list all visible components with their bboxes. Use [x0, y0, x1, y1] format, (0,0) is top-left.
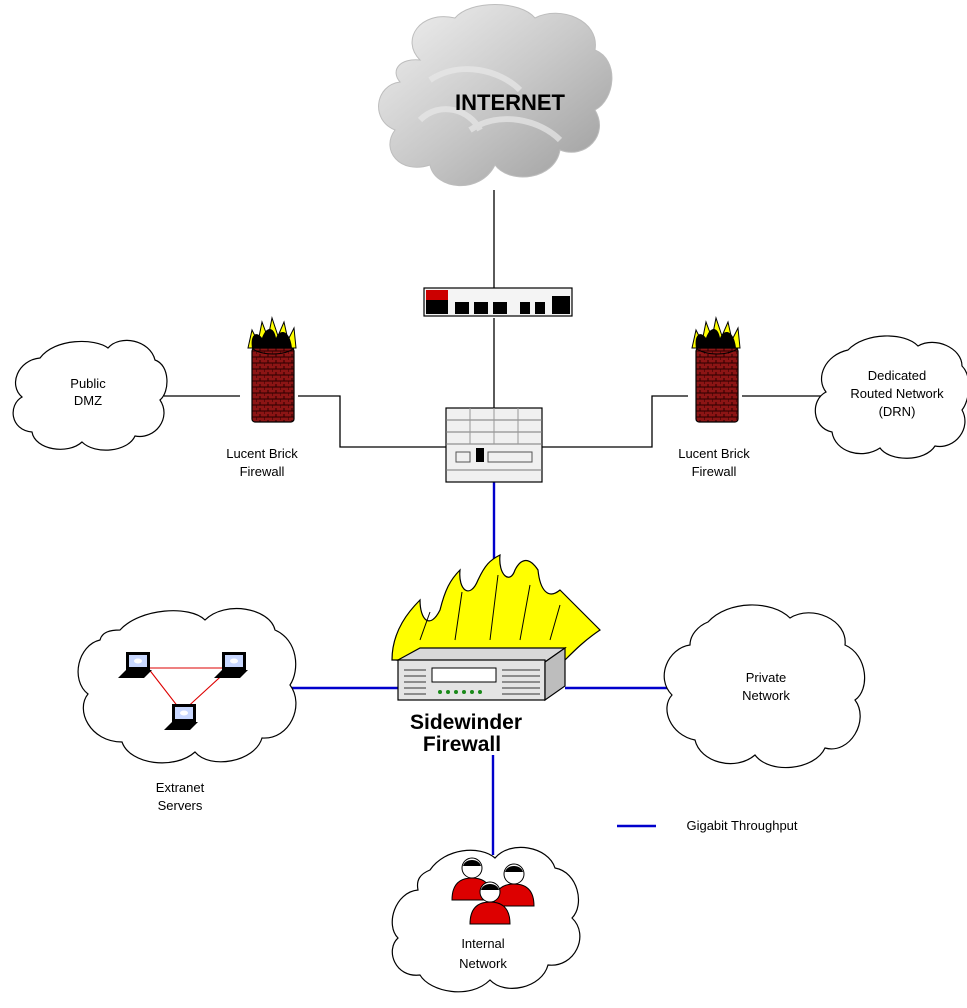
right-brick-label-2: Firewall	[692, 464, 737, 479]
drn-label-2: Routed Network	[850, 386, 944, 401]
lucent-brick-right-icon	[691, 316, 741, 423]
left-brick-label-1: Lucent Brick	[226, 446, 298, 461]
sidewinder-label-1: Sidewinder	[410, 711, 522, 734]
legend: Gigabit Throughput	[617, 818, 798, 833]
private-network-label-2: Network	[742, 688, 790, 703]
right-brick-label-1: Lucent Brick	[678, 446, 750, 461]
public-dmz-cloud: Public DMZ	[12, 339, 168, 451]
legend-label: Gigabit Throughput	[686, 818, 797, 833]
link-brick-switch-left	[298, 395, 446, 448]
core-switch-icon	[445, 407, 543, 483]
extranet-label-1: Extranet	[156, 780, 205, 795]
extranet-cloud	[77, 607, 297, 764]
private-network-label-1: Private	[746, 670, 786, 685]
link-switch-brick-right	[542, 395, 688, 448]
public-dmz-label-1: Public	[70, 376, 106, 391]
drn-label-1: Dedicated	[868, 368, 927, 383]
drn-label-3: (DRN)	[879, 404, 916, 419]
router-icon	[423, 287, 573, 317]
internal-network-label-2: Network	[459, 956, 507, 971]
internal-network-label-1: Internal	[461, 936, 504, 951]
connections	[164, 190, 828, 855]
drn-cloud: Dedicated Routed Network (DRN)	[814, 335, 967, 459]
private-network-cloud: Private Network	[663, 604, 866, 769]
internal-network-cloud: Internal Network	[391, 846, 581, 993]
laptop-icon	[118, 652, 152, 678]
left-brick-label-2: Firewall	[240, 464, 285, 479]
laptop-icon	[214, 652, 248, 678]
internet-label: INTERNET	[455, 90, 566, 115]
public-dmz-label-2: DMZ	[74, 393, 102, 408]
internet-cloud: INTERNET	[378, 4, 613, 187]
laptop-icon	[164, 704, 198, 730]
user-icon	[493, 863, 535, 907]
sidewinder-label-2: Firewall	[423, 733, 501, 756]
lucent-brick-left-icon	[247, 316, 297, 423]
sidewinder-firewall-icon	[391, 553, 601, 702]
user-icon	[469, 881, 511, 925]
extranet-label-2: Servers	[158, 798, 203, 813]
extranet-red-link	[147, 667, 232, 713]
